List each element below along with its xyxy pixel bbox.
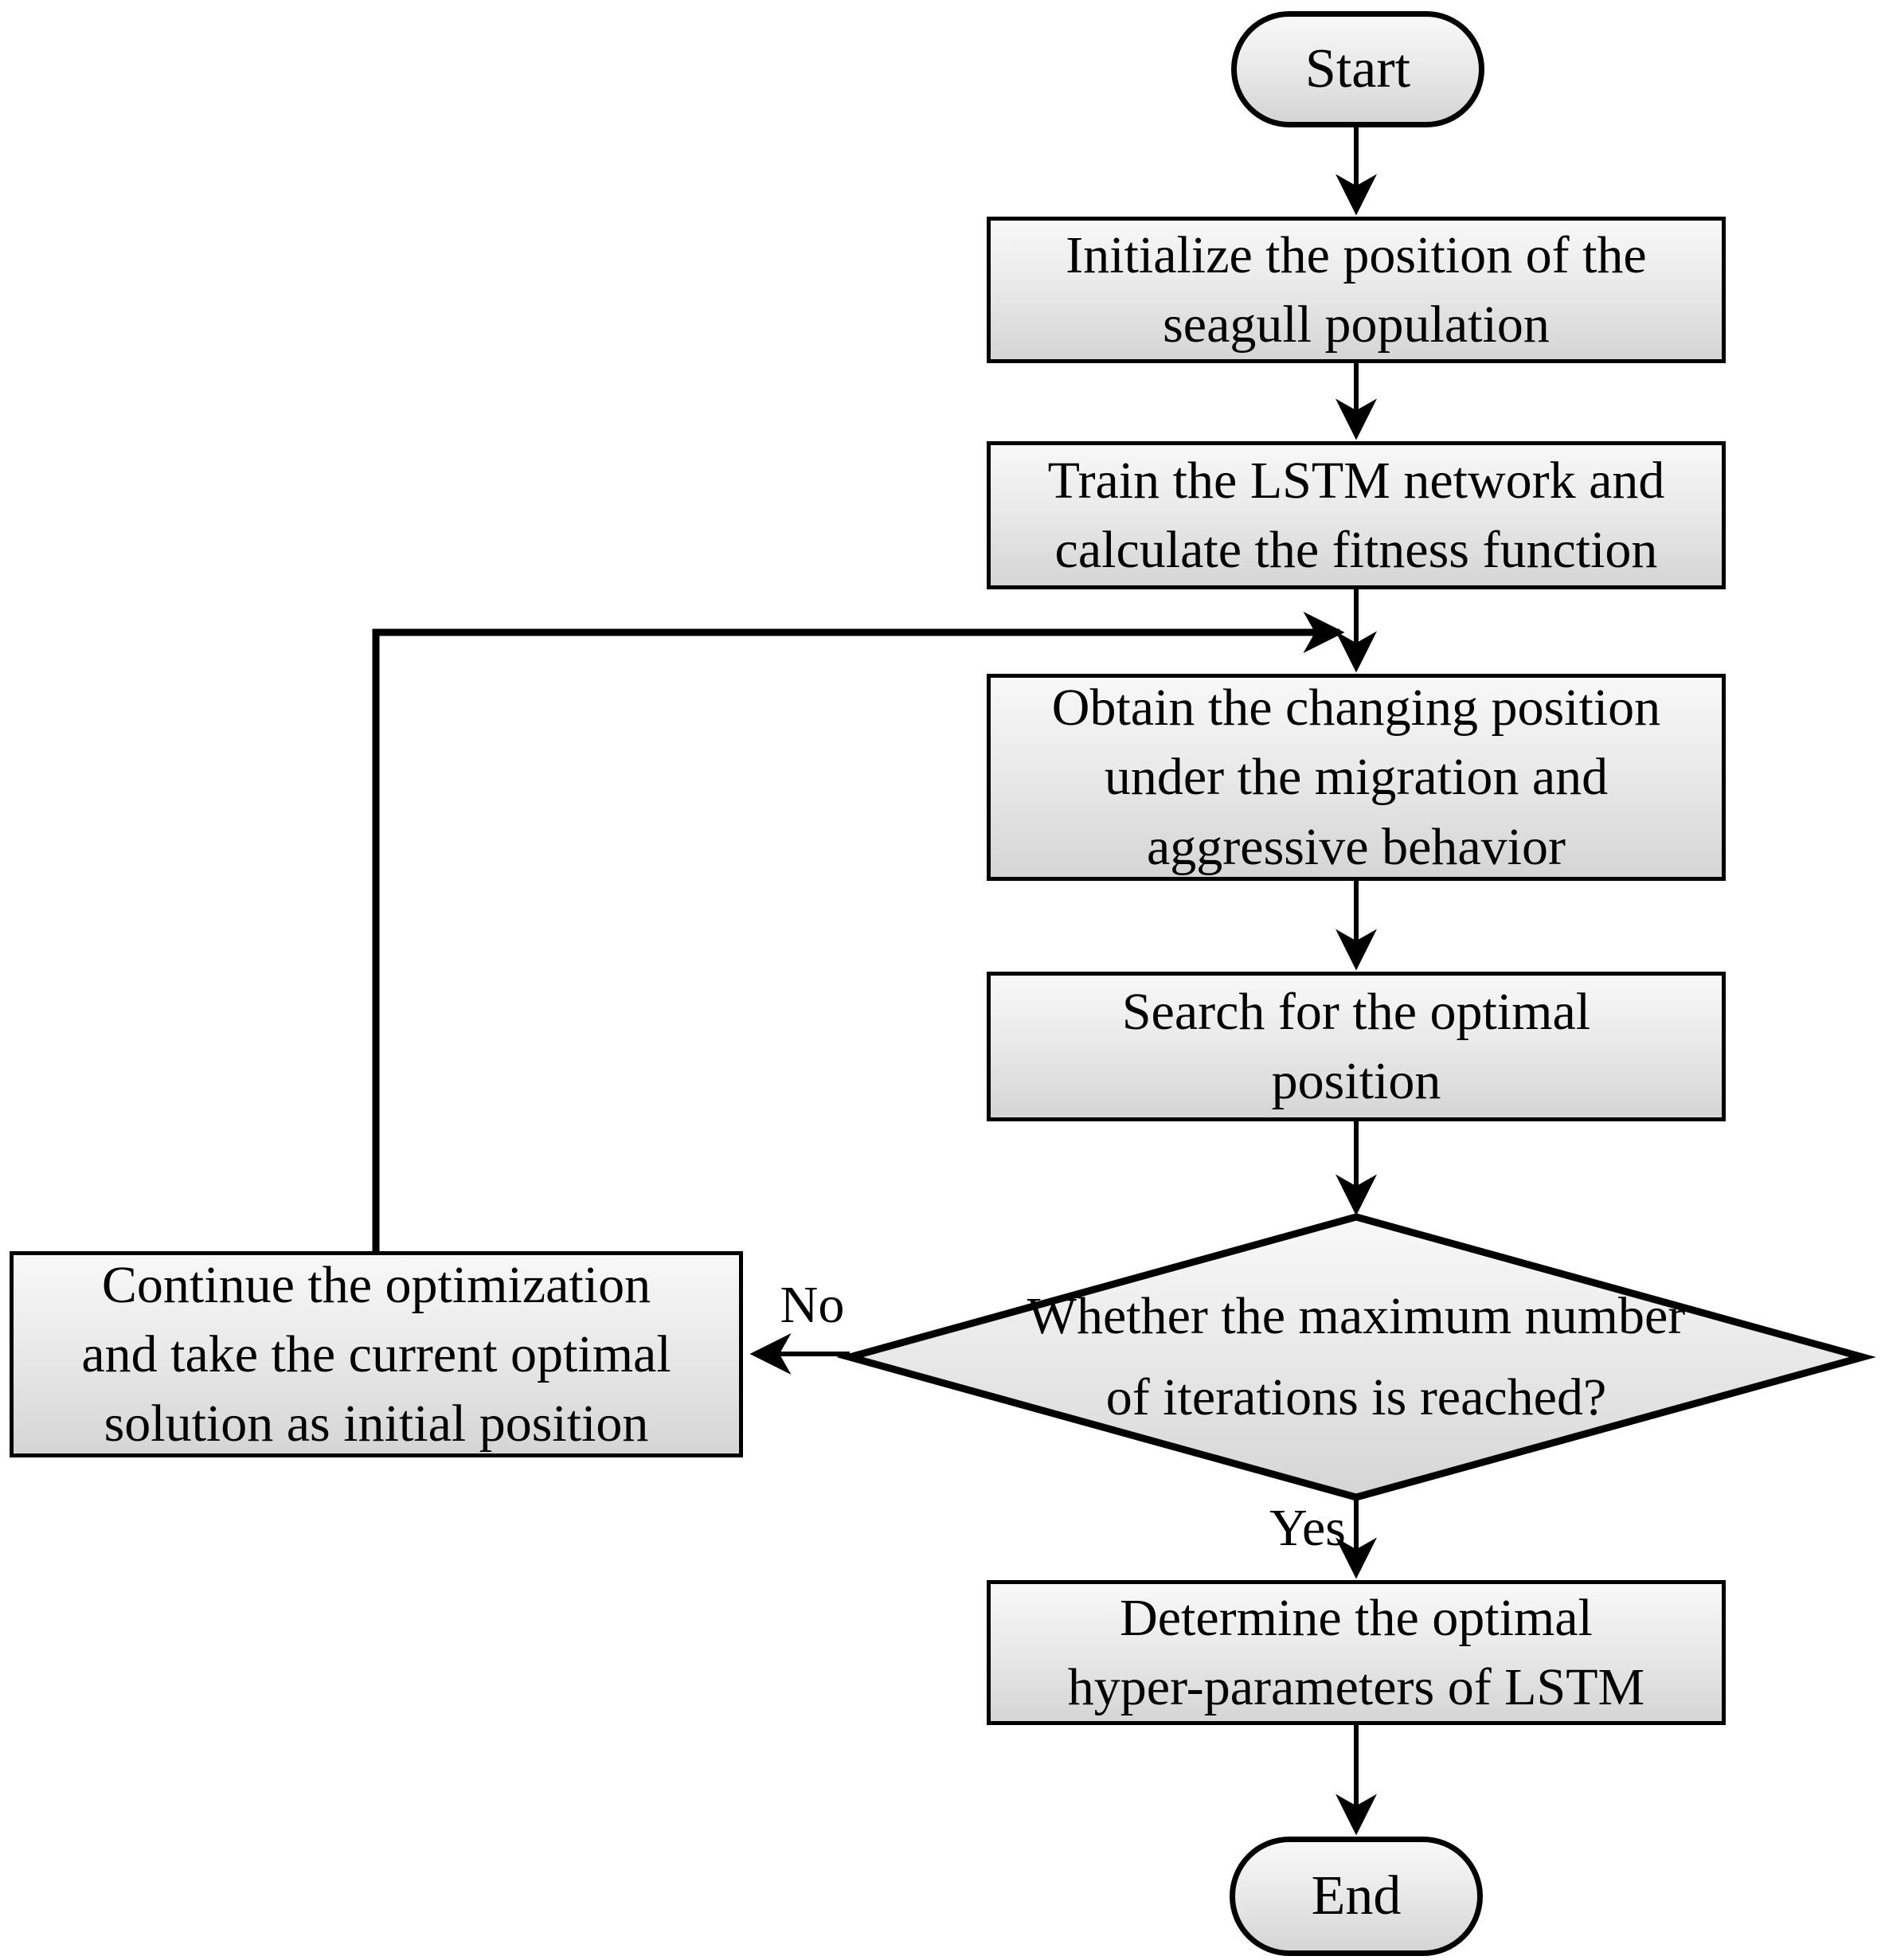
no-edge-label: No [780,1276,845,1334]
obtain-position-box: Obtain the changing position under the m… [987,674,1726,881]
train-lstm-label: Train the LSTM network and calculate the… [1047,451,1665,579]
continue-optimization-label: Continue the optimization and take the c… [81,1255,671,1453]
determine-hyperparameters-box: Determine the optimal hyper-parameters o… [987,1580,1726,1725]
decision-diamond-label: Whether the maximum number of iterations… [1027,1286,1686,1426]
train-lstm-box: Train the LSTM network and calculate the… [987,441,1726,589]
determine-hyperparameters-label: Determine the optimal hyper-parameters o… [1067,1588,1645,1716]
end-terminator: End [1230,1837,1483,1956]
search-optimal-label: Search for the optimal position [1121,982,1591,1110]
start-terminator: Start [1231,11,1484,127]
search-optimal-box: Search for the optimal position [987,972,1726,1121]
initialize-population-box: Initialize the position of the seagull p… [987,217,1726,363]
initialize-population-label: Initialize the position of the seagull p… [1066,225,1647,354]
arrow-feedback-continue-to-obtain [372,612,1345,1251]
start-label: Start [1304,37,1411,100]
end-label: End [1311,1864,1402,1927]
obtain-position-label: Obtain the changing position under the m… [1051,679,1661,876]
yes-edge-label: Yes [1269,1499,1346,1557]
continue-optimization-box: Continue the optimization and take the c… [10,1251,743,1457]
